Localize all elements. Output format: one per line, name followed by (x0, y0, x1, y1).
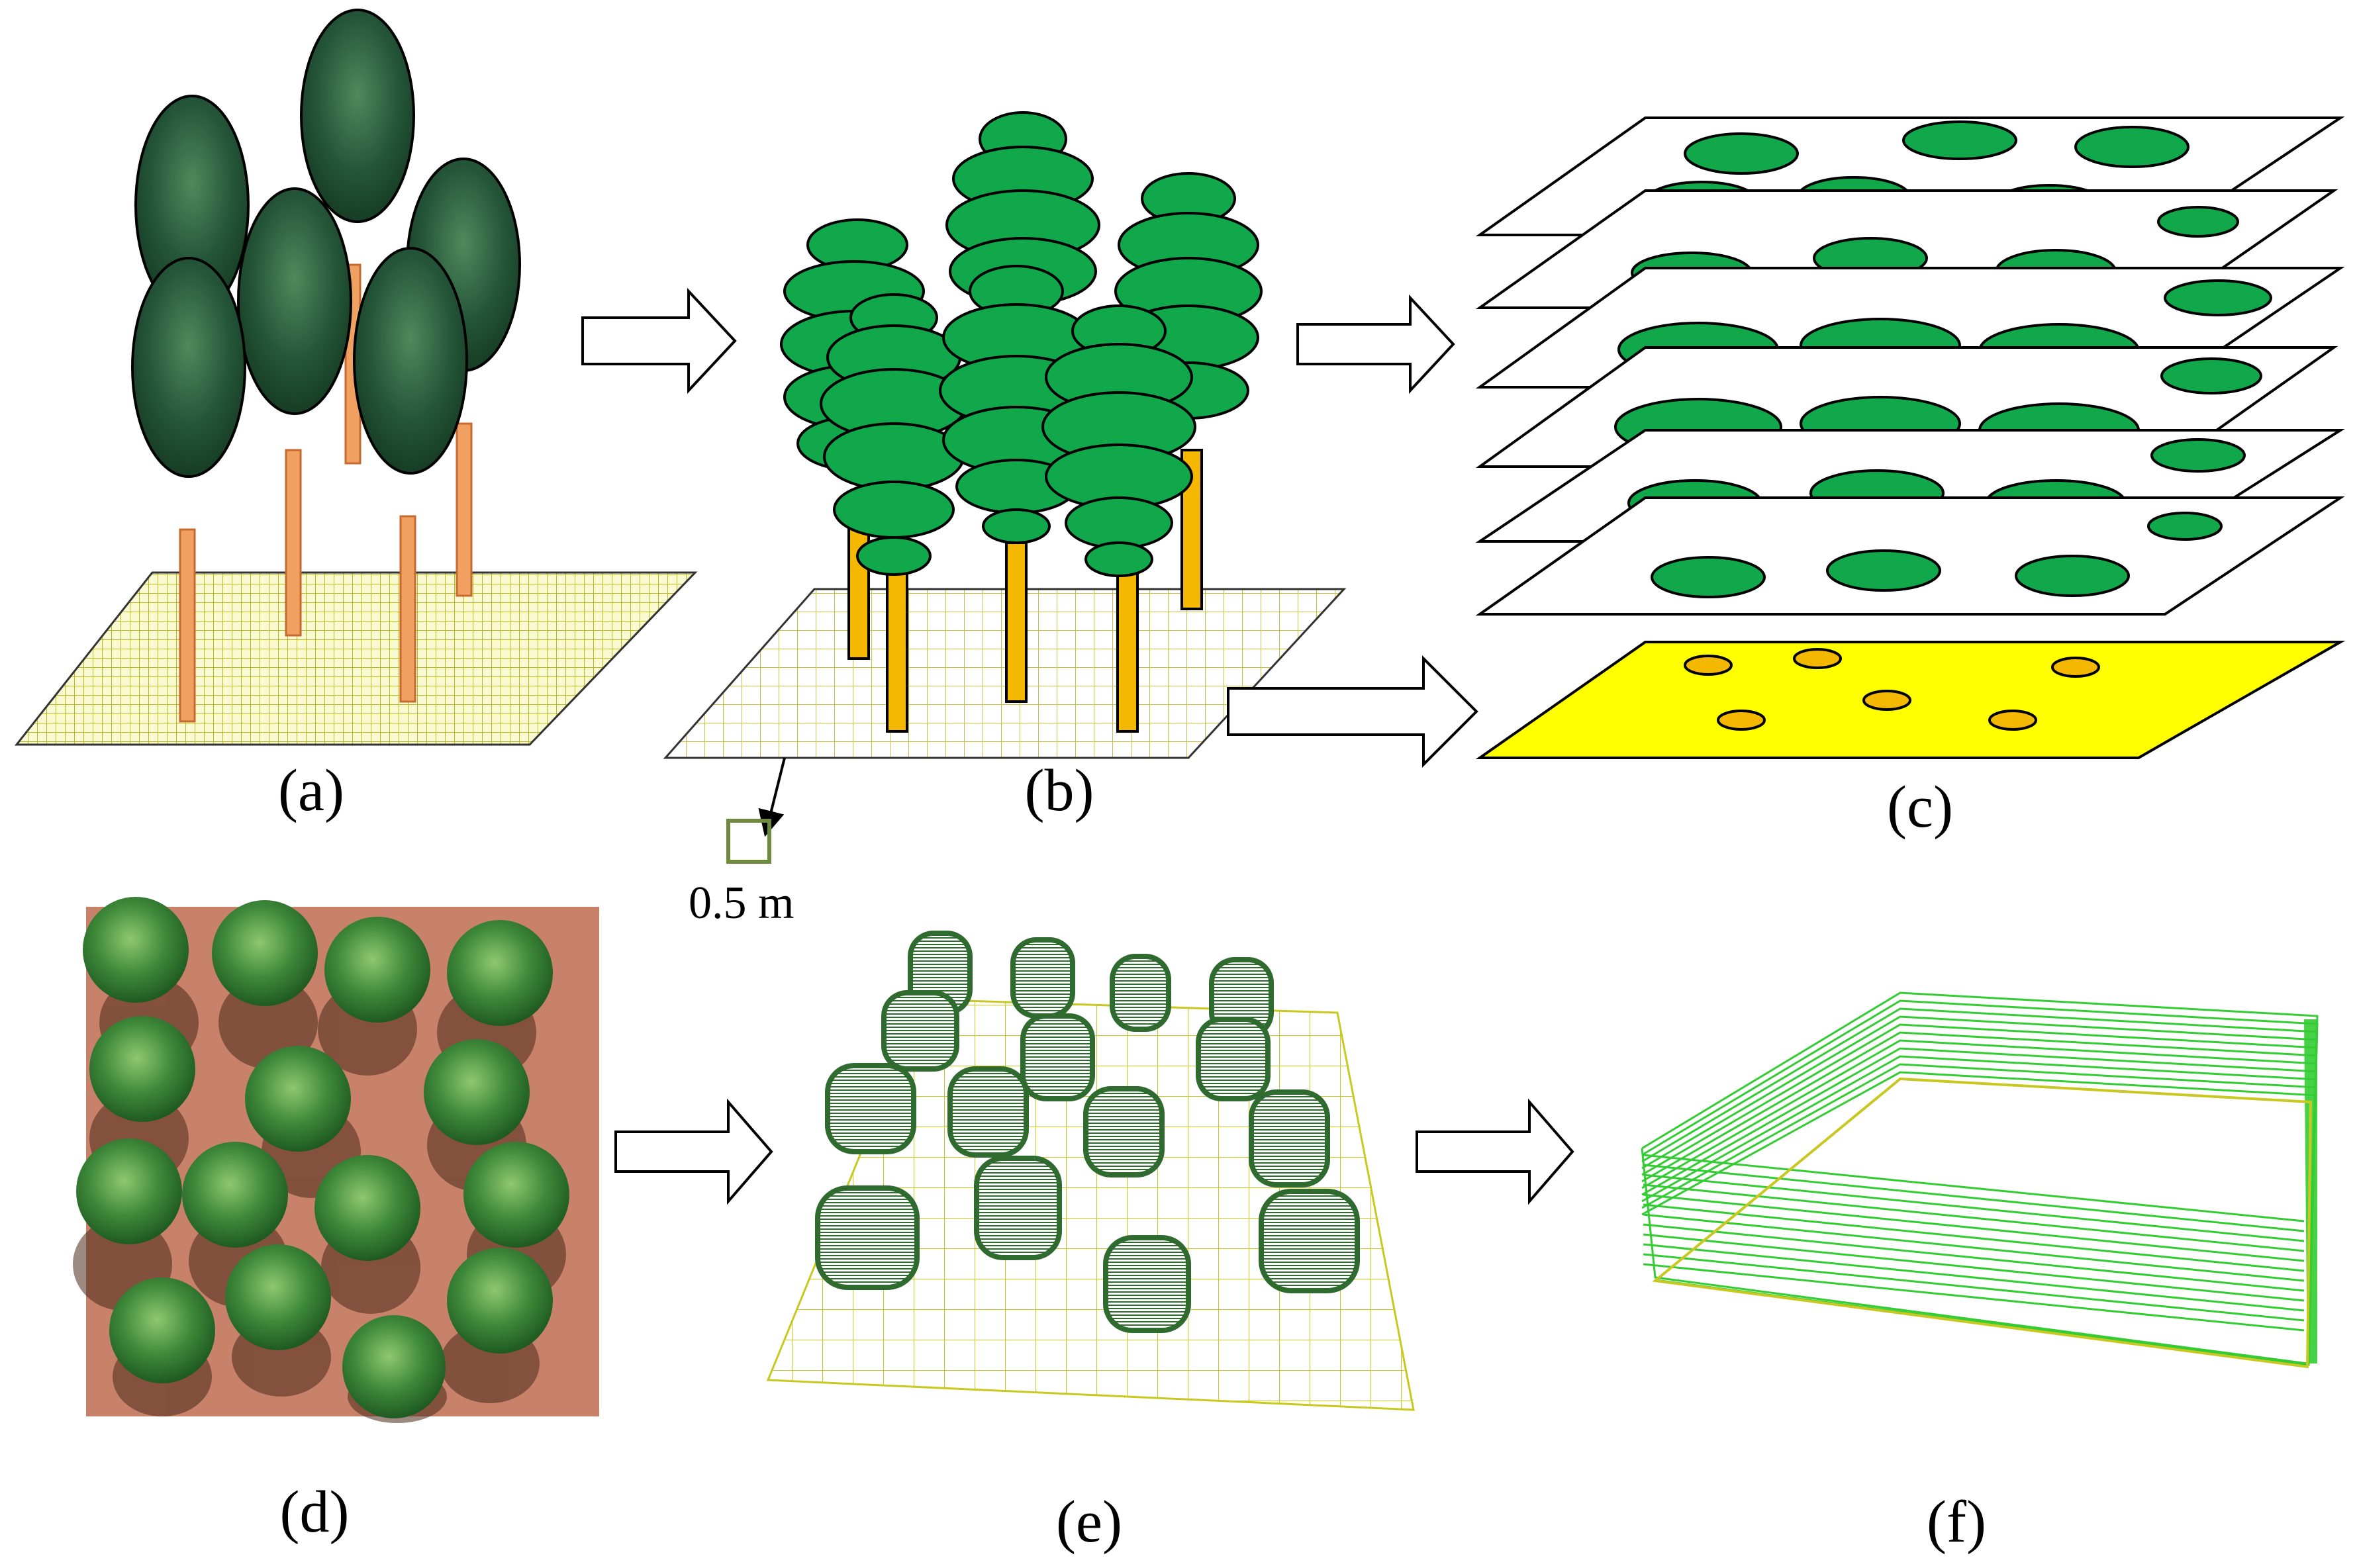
bush (76, 1138, 182, 1244)
scale-pointer (758, 757, 786, 837)
panel-label-a: (a) (278, 758, 344, 823)
wire-crown (1110, 954, 1171, 1032)
bush (342, 1315, 446, 1418)
ground-plot-a (14, 571, 698, 746)
bush (424, 1039, 530, 1145)
scale-label: 0.5 m (689, 878, 794, 929)
crown-a4 (237, 187, 352, 415)
wire-crown (1103, 1235, 1191, 1333)
wire-crown (947, 1066, 1029, 1158)
bush (225, 1244, 331, 1350)
crown-a5 (131, 257, 246, 478)
bush (245, 1046, 351, 1152)
ground-outline-f (1652, 1077, 2313, 1369)
wire-crown (881, 990, 959, 1072)
scale-box (726, 819, 771, 864)
trunks-a (179, 263, 473, 723)
bush (314, 1155, 420, 1261)
wire-crowns-e (815, 931, 1360, 1333)
arrow-e-f (1416, 1098, 1574, 1205)
crowns-b (780, 111, 1263, 577)
arrow-b-c-upper (1296, 294, 1455, 394)
wire-crown (1020, 1013, 1095, 1101)
bush (83, 897, 189, 1003)
panel-label-b: (b) (1024, 758, 1094, 823)
wire-crown (1249, 1089, 1330, 1187)
panel-label-f: (f) (1927, 1489, 1986, 1555)
wire-crown (1259, 1189, 1360, 1293)
wire-crown (974, 1156, 1062, 1260)
wire-crown (1010, 937, 1075, 1019)
panel-c (1475, 116, 2346, 759)
arrow-b-c-lower (1227, 655, 1478, 768)
bush (212, 900, 318, 1006)
panel-label-c: (c) (1887, 774, 1953, 840)
wire-crown (1196, 1017, 1271, 1101)
arrow-d-e (614, 1098, 773, 1205)
bush (182, 1142, 288, 1248)
panel-label-d: (d) (279, 1479, 350, 1545)
voxel-layers-f (1641, 992, 2319, 1366)
panel-b (663, 111, 1347, 864)
panel-e (766, 931, 1415, 1411)
bush (447, 920, 553, 1026)
panel-label-e: (e) (1056, 1489, 1122, 1555)
panel-d (73, 897, 599, 1423)
bush (109, 1277, 215, 1383)
ground-slice-c (1475, 641, 2346, 759)
crown-a6 (353, 247, 468, 475)
bushes-d (76, 897, 569, 1418)
crowns-a (131, 9, 521, 478)
bush (463, 1142, 569, 1248)
slice-1 (1475, 496, 2345, 616)
bush (324, 917, 430, 1023)
bush (447, 1248, 553, 1354)
bush (89, 1016, 195, 1122)
arrow-a-b (581, 287, 737, 394)
panel-f (1641, 992, 2319, 1369)
wire-crown (815, 1185, 920, 1290)
panel-a (14, 9, 698, 746)
wire-crown (825, 1063, 916, 1154)
trunks-b (847, 449, 1203, 733)
crown-a2 (300, 9, 415, 223)
ground-plot-b (663, 588, 1347, 759)
wire-crown (1083, 1086, 1165, 1177)
